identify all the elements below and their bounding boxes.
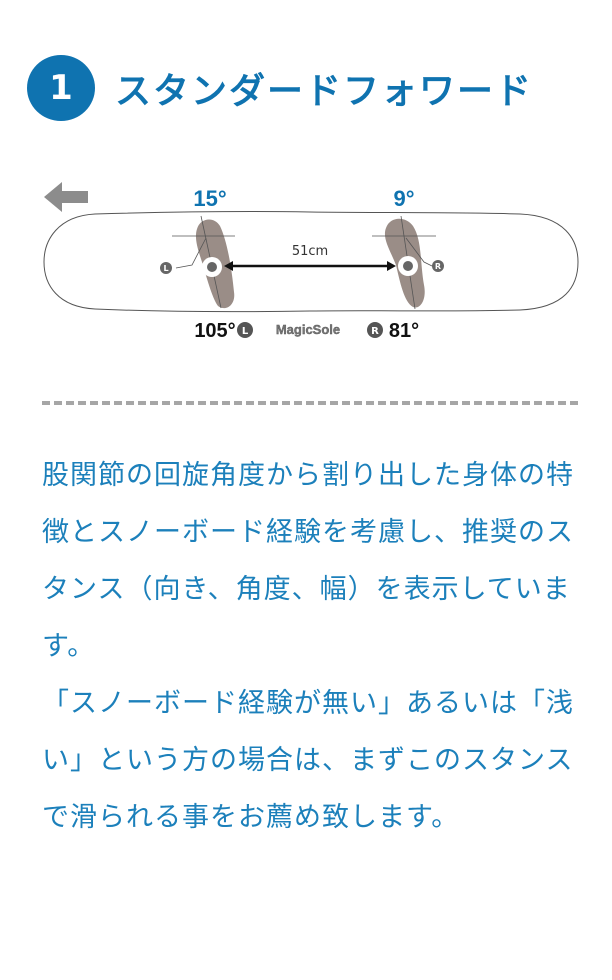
stance-width-arrow <box>224 261 396 271</box>
stance-diagram: L R 51cm 15° 9° 105° L <box>0 170 612 350</box>
dashed-divider <box>42 401 578 405</box>
snowboard-outline <box>43 211 579 313</box>
description-paragraph: 「スノーボード経験が無い」あるいは「浅い」という方の場合は、まずこのスタンスで滑… <box>42 688 574 833</box>
svg-text:R: R <box>371 326 379 337</box>
front-angle-label: 15° <box>193 186 226 211</box>
description-paragraph: 股関節の回旋角度から割り出した身体の特徴とスノーボード経験を考慮し、推奨のスタン… <box>42 460 574 662</box>
magicsole-logo: MagicSole <box>273 320 343 338</box>
stance-header: 1 スタンダードフォワード <box>27 55 533 121</box>
front-inner-angle: 105° <box>194 320 235 342</box>
svg-text:MagicSole: MagicSole <box>276 322 340 337</box>
rear-angle-label: 9° <box>393 186 414 211</box>
step-number-badge: 1 <box>27 55 95 121</box>
svg-text:R: R <box>435 262 441 271</box>
svg-text:L: L <box>163 264 168 273</box>
rear-inner-angle: 81° <box>389 320 419 342</box>
rear-foot-shape: R <box>372 215 444 310</box>
stance-description: 股関節の回旋角度から割り出した身体の特徴とスノーボード経験を考慮し、推奨のスタン… <box>42 447 582 846</box>
right-foot-icon: R <box>367 322 383 338</box>
stance-title: スタンダードフォワード <box>115 71 534 112</box>
front-foot-shape: L <box>160 215 235 309</box>
stance-width-label: 51cm <box>292 244 328 259</box>
svg-text:L: L <box>242 326 249 337</box>
arrow-left-icon <box>44 182 88 212</box>
left-foot-icon: L <box>237 322 253 338</box>
